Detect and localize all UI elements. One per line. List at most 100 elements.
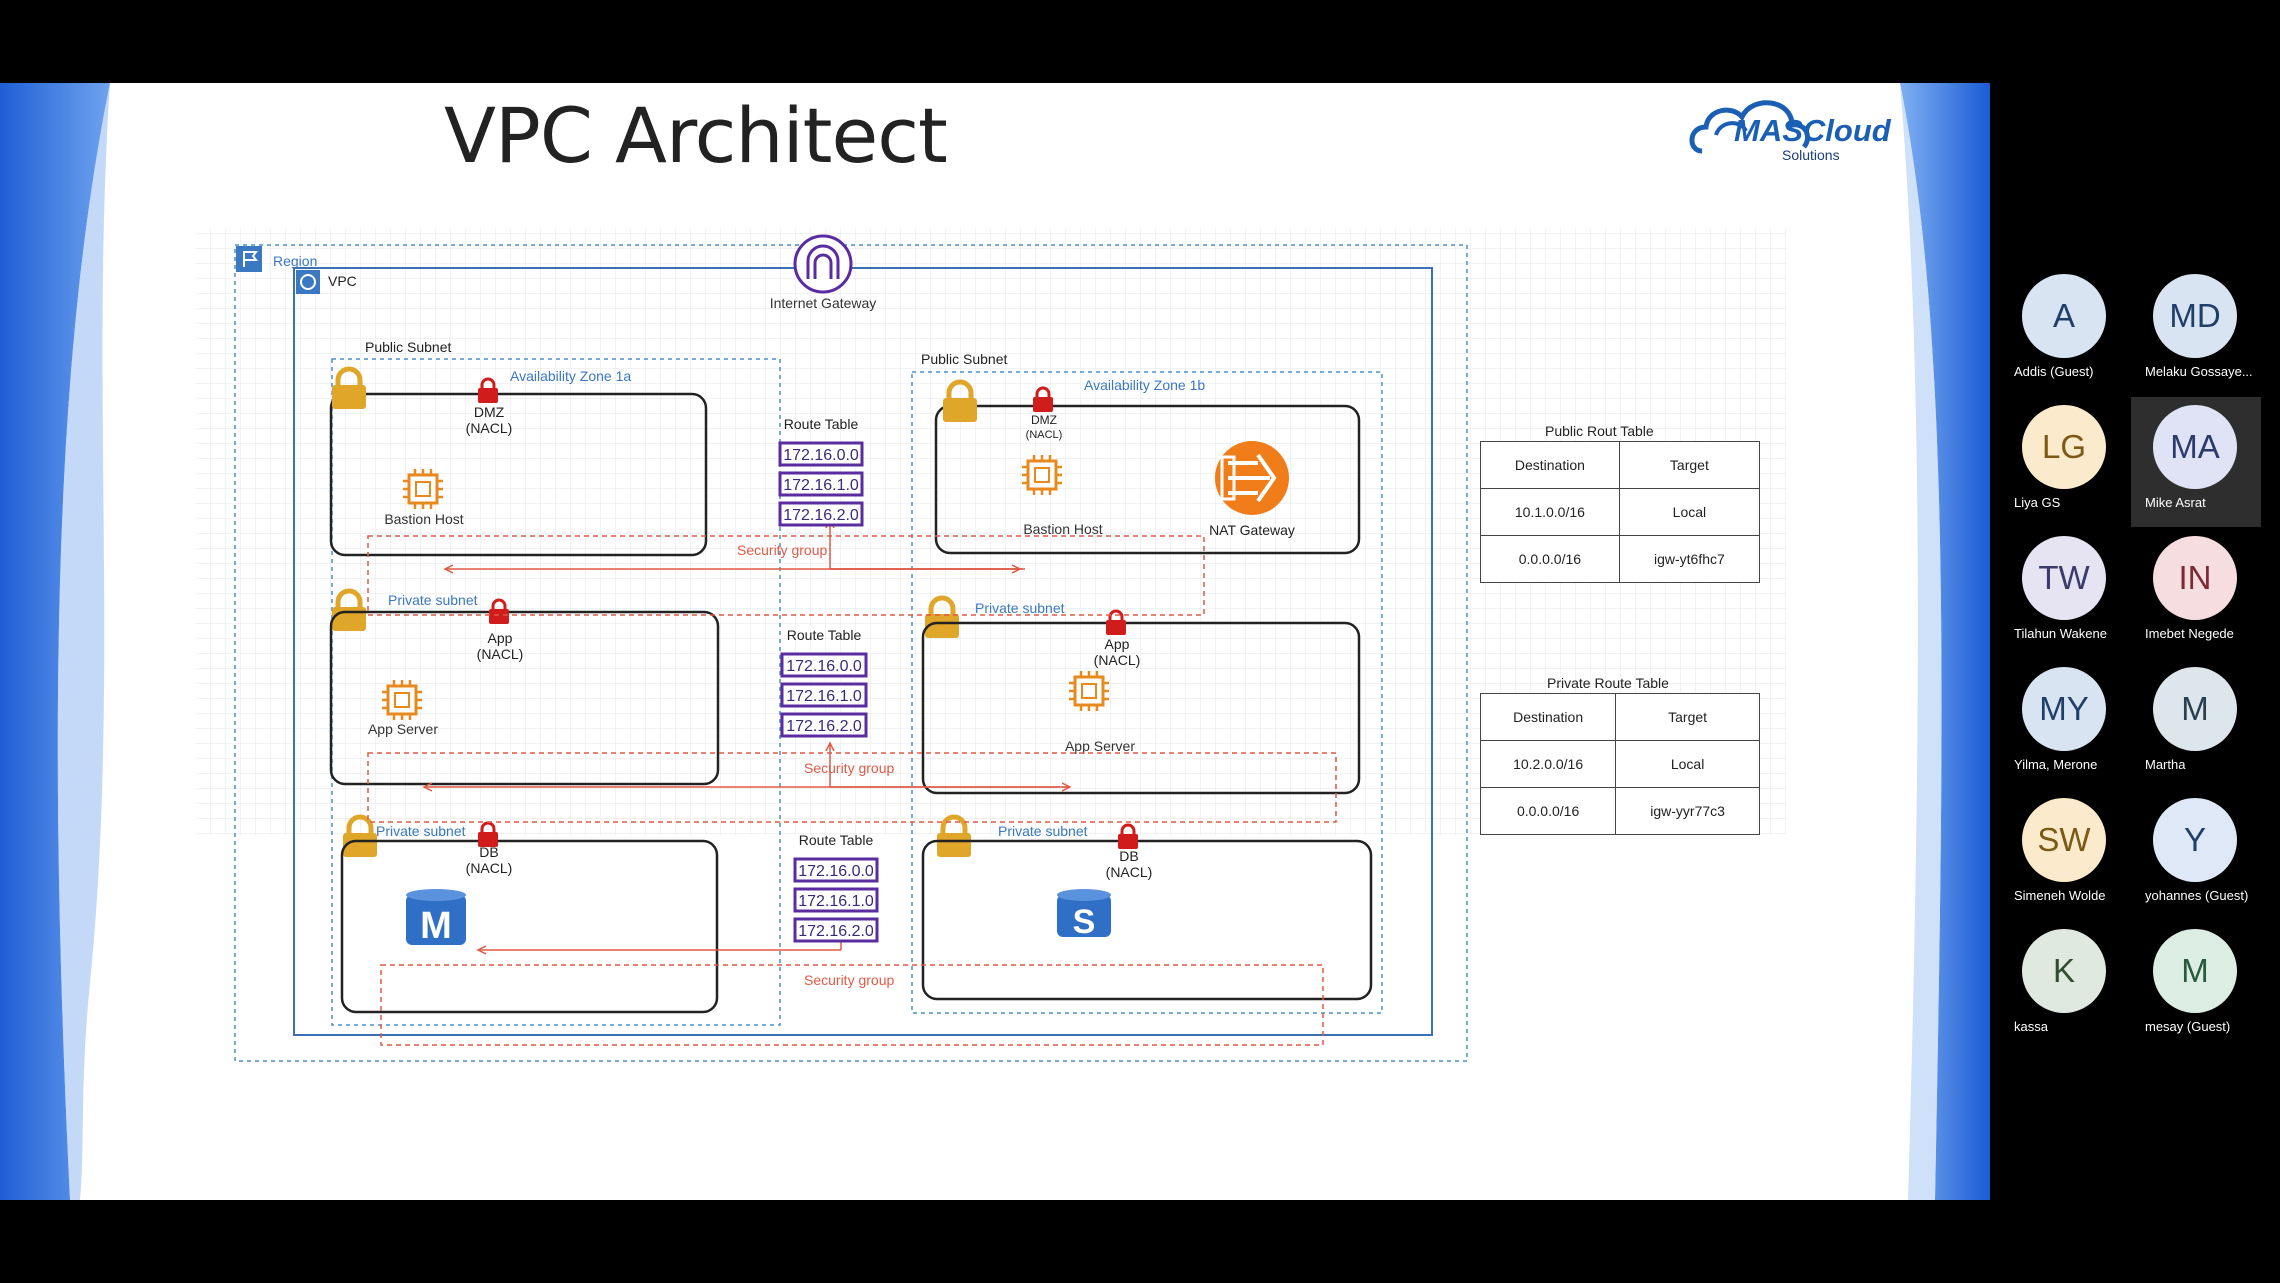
nacl-lock-icon (1116, 823, 1140, 851)
route-entry-text: 172.16.2.0 (783, 507, 859, 524)
participant-tile[interactable]: M Martha (2131, 659, 2261, 789)
participant-tile[interactable]: TW Tilahun Wakene (2000, 528, 2130, 658)
public-route-table: Destination Target 10.1.0.0/16 Local 0.0… (1480, 441, 1761, 583)
subnet-lock-icon (943, 382, 977, 422)
route-entry-text: 172.16.2.0 (786, 718, 862, 735)
public-subnet-1b-label: Public Subnet (921, 351, 1008, 367)
route-entry-box (780, 652, 868, 678)
region-boundary (234, 244, 1468, 1062)
nacl-label: (NACL) (477, 646, 524, 662)
route-entry-box (793, 857, 879, 883)
route-entry-box (778, 501, 864, 527)
route-entry-text: 172.16.0.0 (783, 447, 859, 464)
route-entry-text: 172.16.1.0 (786, 688, 862, 705)
table-cell: 0.0.0.0/16 (1479, 787, 1617, 835)
route-entry-box (793, 887, 879, 913)
table-cell: igw-yyr77c3 (1615, 787, 1760, 835)
db-label: DB (1119, 848, 1138, 864)
participant-name: yohannes (Guest) (2145, 888, 2249, 903)
participant-name: Melaku Gossaye... (2145, 364, 2253, 379)
participant-name: Simeneh Wolde (2014, 888, 2106, 903)
table-cell: Local (1615, 740, 1760, 788)
route-entry-box (778, 471, 864, 497)
database-glyph: S (1073, 903, 1096, 941)
public-route-table-caption: Public Rout Table (1545, 423, 1654, 439)
route-entry-text: 172.16.0.0 (798, 863, 874, 880)
nacl-label: (NACL) (466, 860, 513, 876)
app-server-label: App Server (368, 721, 438, 737)
table-cell: 0.0.0.0/16 (1480, 535, 1620, 583)
route-entry-text: 172.16.1.0 (783, 477, 859, 494)
participant-name: Martha (2145, 757, 2186, 772)
route-entry-text: 172.16.2.0 (798, 923, 874, 940)
avatar: M (2153, 929, 2237, 1013)
security-group-db (380, 964, 1324, 1046)
nacl-label: (NACL) (1094, 652, 1141, 668)
table-header: Target (1615, 693, 1760, 741)
avatar: A (2022, 274, 2106, 358)
participant-name: Tilahun Wakene (2014, 626, 2107, 641)
participant-name: kassa (2014, 1019, 2048, 1034)
private-subnet-label: Private subnet (998, 823, 1088, 839)
nat-gateway-label: NAT Gateway (1209, 522, 1295, 538)
bastion-host-icon (401, 467, 445, 511)
route-entry-box (780, 712, 868, 738)
logo-text: MASCloud (1734, 113, 1891, 148)
app-server-label: App Server (1065, 738, 1135, 754)
availability-zone-1a (331, 358, 781, 1026)
private-db-subnet-1a (340, 839, 719, 1014)
route-entry-text: 172.16.0.0 (786, 658, 862, 675)
avatar: K (2022, 929, 2106, 1013)
nacl-label: (NACL) (466, 420, 513, 436)
participant-tile[interactable]: A Addis (Guest) (2000, 266, 2130, 396)
nacl-lock-icon (476, 377, 500, 405)
region-label: Region (273, 253, 317, 269)
private-db-subnet-1b (921, 839, 1373, 1001)
database-icon (1057, 895, 1111, 937)
database-icon (406, 895, 466, 945)
table-header: Target (1618, 441, 1761, 489)
route-entry-text: 172.16.1.0 (798, 893, 874, 910)
vpc-architecture-diagram: Region VPC Internet Gateway Availability… (234, 234, 1468, 1062)
security-group-label: Security group (804, 972, 894, 988)
vpc-boundary (293, 267, 1433, 1036)
avatar: TW (2022, 536, 2106, 620)
bastion-host-label: Bastion Host (1023, 521, 1102, 537)
participant-name: Addis (Guest) (2014, 364, 2094, 379)
participant-name: Liya GS (2014, 495, 2061, 510)
public-subnet-1a-label: Public Subnet (365, 339, 452, 355)
presentation-slide: VPC Architect MASCloud Solutions (0, 83, 1990, 1200)
nacl-label: (NACL) (1026, 429, 1063, 441)
table-row: 10.2.0.0/16 Local (1479, 740, 1760, 788)
avatar: Y (2153, 798, 2237, 882)
az-1b-label: Availability Zone 1b (1084, 377, 1205, 393)
az-1a-label: Availability Zone 1a (510, 368, 631, 384)
security-group-public (367, 535, 1205, 616)
participant-tile[interactable]: LG Liya GS (2000, 397, 2130, 527)
table-header: Destination (1479, 693, 1617, 741)
traffic-arrows (424, 520, 1070, 950)
route-table-label: Route Table (787, 627, 862, 643)
security-group-app (367, 752, 1337, 823)
company-logo: MASCloud Solutions (1686, 91, 1896, 171)
participant-name: Yilma, Merone (2014, 757, 2098, 772)
db-label: DB (479, 844, 498, 860)
avatar: LG (2022, 405, 2106, 489)
private-route-table-caption: Private Route Table (1547, 675, 1669, 691)
route-table-label: Route Table (784, 416, 859, 432)
table-cell: Local (1618, 488, 1761, 536)
table-row: 10.1.0.0/16 Local (1480, 488, 1761, 536)
cloud-logo-icon (1689, 100, 1810, 154)
app-server-icon (380, 678, 424, 722)
avatar: M (2153, 667, 2237, 751)
internet-gateway-label: Internet Gateway (770, 295, 877, 311)
public-subnet-1a (329, 392, 708, 557)
